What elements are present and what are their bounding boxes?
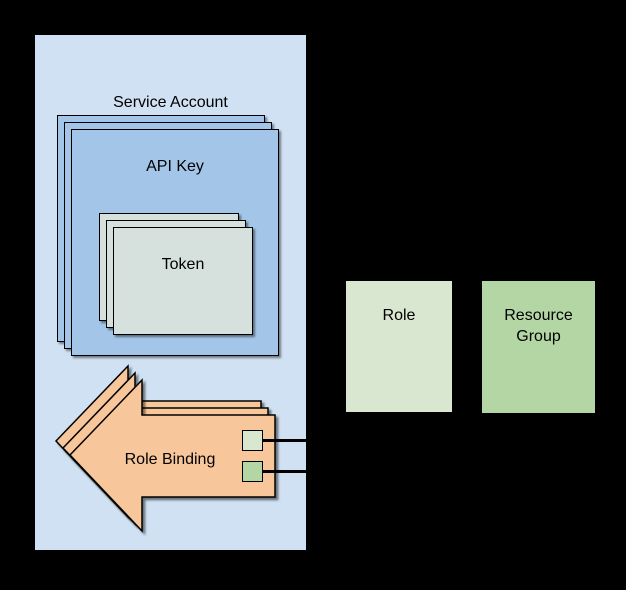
resource-group-connector-square[interactable] bbox=[242, 461, 263, 482]
role-binding-label: Role Binding bbox=[124, 451, 216, 468]
connector-line-role bbox=[262, 439, 308, 442]
resource-group-box-label: Resource Group bbox=[504, 307, 573, 345]
token-card-front[interactable]: Token bbox=[113, 227, 253, 335]
service-account-label: Service Account bbox=[113, 94, 228, 111]
api-key-label: API Key bbox=[146, 158, 204, 175]
connector-line-resource-group bbox=[262, 470, 308, 473]
role-box-label: Role bbox=[382, 307, 416, 324]
token-label: Token bbox=[161, 256, 205, 273]
role-connector-square[interactable] bbox=[242, 430, 263, 451]
resource-group-box[interactable]: Resource Group bbox=[482, 281, 595, 413]
role-box[interactable]: Role bbox=[346, 281, 452, 412]
